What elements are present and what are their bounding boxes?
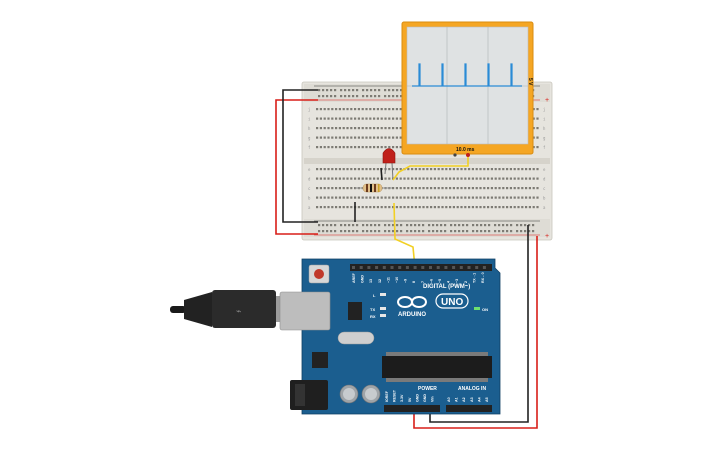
pin-label: GND (415, 394, 419, 402)
led-rx (380, 314, 386, 317)
arduino-logo-icon (397, 296, 427, 308)
pin-label: GND (361, 275, 365, 283)
pin-label: 5V (408, 397, 412, 402)
row-letter: b (543, 196, 546, 201)
wire-black-left[interactable] (282, 89, 318, 223)
row-letter: j (308, 107, 310, 112)
icsp-header (348, 302, 362, 320)
scope-time-per-div: 10.0 ms (456, 147, 475, 153)
pin-label: A4 (477, 397, 481, 402)
led-l-label: L (373, 293, 376, 298)
pin-label: ~6 (429, 279, 433, 283)
rail-plus-label-top: + (545, 97, 549, 104)
wire-yellow-probe[interactable] (392, 157, 469, 181)
power-header (384, 405, 440, 412)
analog-header (446, 405, 492, 412)
led-tx (380, 307, 386, 310)
oscilloscope[interactable]: 10.0 ms 5 V (401, 21, 534, 157)
pin-label: ~9 (404, 279, 408, 283)
led-tx-label: TX (370, 307, 375, 312)
row-letter: c (308, 186, 311, 191)
scope-waveform (412, 63, 522, 87)
resistor[interactable] (355, 183, 392, 193)
led-on (474, 307, 480, 310)
rail-plus-label-bottom: + (545, 233, 549, 240)
pin-label: ~10 (395, 277, 399, 283)
row-letter: e (543, 167, 546, 172)
wire-red-right[interactable] (413, 236, 538, 429)
usb-icon: ⌁ (236, 307, 241, 317)
usb-cable[interactable]: ⌁ (170, 290, 284, 328)
row-letter: g (543, 136, 546, 141)
wire-red-left[interactable] (275, 99, 318, 235)
row-letter: d (543, 177, 546, 182)
wire-yellow-pin[interactable] (393, 202, 416, 269)
pin-label: 13 (369, 279, 373, 283)
digital-header (350, 264, 492, 271)
row-letter: a (543, 205, 546, 210)
pin-label: A2 (462, 397, 466, 402)
led[interactable] (382, 148, 396, 181)
microcontroller-chip (382, 356, 492, 378)
row-letter: e (308, 167, 311, 172)
digital-header-label: DIGITAL (PWM~) (423, 284, 470, 290)
on-label: ON (482, 307, 488, 312)
pin-label: IOREF (385, 390, 389, 402)
row-letter: d (308, 177, 311, 182)
row-letter: f (543, 145, 546, 150)
pin-label: TX→1 (472, 273, 476, 283)
row-letter: i (308, 117, 311, 122)
power-header-label: POWER (418, 386, 437, 392)
row-letter: j (543, 107, 545, 112)
pin-label: 12 (378, 279, 382, 283)
pin-label: 3.3V (400, 394, 404, 402)
pin-label: 2 (464, 281, 468, 283)
bottom-power-rail (304, 219, 550, 237)
row-letter: i (543, 117, 546, 122)
pin-label: ~3 (455, 279, 459, 283)
pin-label: RX←0 (481, 272, 485, 283)
row-letter: f (308, 145, 311, 150)
pin-label: 4 (447, 281, 451, 283)
pin-label: 7 (421, 281, 425, 283)
row-letter: g (308, 136, 311, 141)
pin-label: GND (423, 394, 427, 402)
pin-label: RESET (393, 389, 397, 402)
row-letter: b (308, 196, 311, 201)
usb-b-port (279, 291, 331, 331)
led-l (380, 293, 386, 296)
pin-label: Vin (431, 396, 435, 402)
wire-black-led[interactable] (380, 167, 383, 181)
wire-black-right[interactable] (429, 225, 529, 423)
row-letter: h (308, 126, 311, 131)
crystal (337, 331, 375, 345)
pin-label: AREF (352, 272, 356, 283)
row-letter: h (543, 126, 546, 131)
pin-label: A3 (470, 397, 474, 402)
pin-label: A5 (485, 397, 489, 402)
scope-probe-negative[interactable] (453, 153, 457, 157)
pin-label: A1 (455, 397, 459, 402)
center-channel (304, 158, 550, 164)
row-letter: a (308, 205, 311, 210)
scope-probe-positive[interactable] (466, 153, 470, 157)
led-rx-label: RX (370, 314, 376, 319)
arduino-logo-text: ARDUINO (398, 312, 426, 318)
pin-label: A0 (447, 397, 451, 402)
row-letter: c (543, 186, 546, 191)
pin-label: 8 (412, 281, 416, 283)
arduino-board[interactable]: DIGITAL (PWM~) POWER ANALOG IN L TX RX A… (279, 258, 501, 415)
uno-badge (435, 293, 469, 309)
pin-label: ~5 (438, 279, 442, 283)
pin-label: ~11 (386, 277, 390, 283)
analog-header-label: ANALOG IN (458, 386, 486, 392)
uno-text: UNO (441, 297, 463, 308)
scope-volts-per-div: 5 V (527, 78, 533, 86)
voltage-regulator (312, 352, 328, 368)
